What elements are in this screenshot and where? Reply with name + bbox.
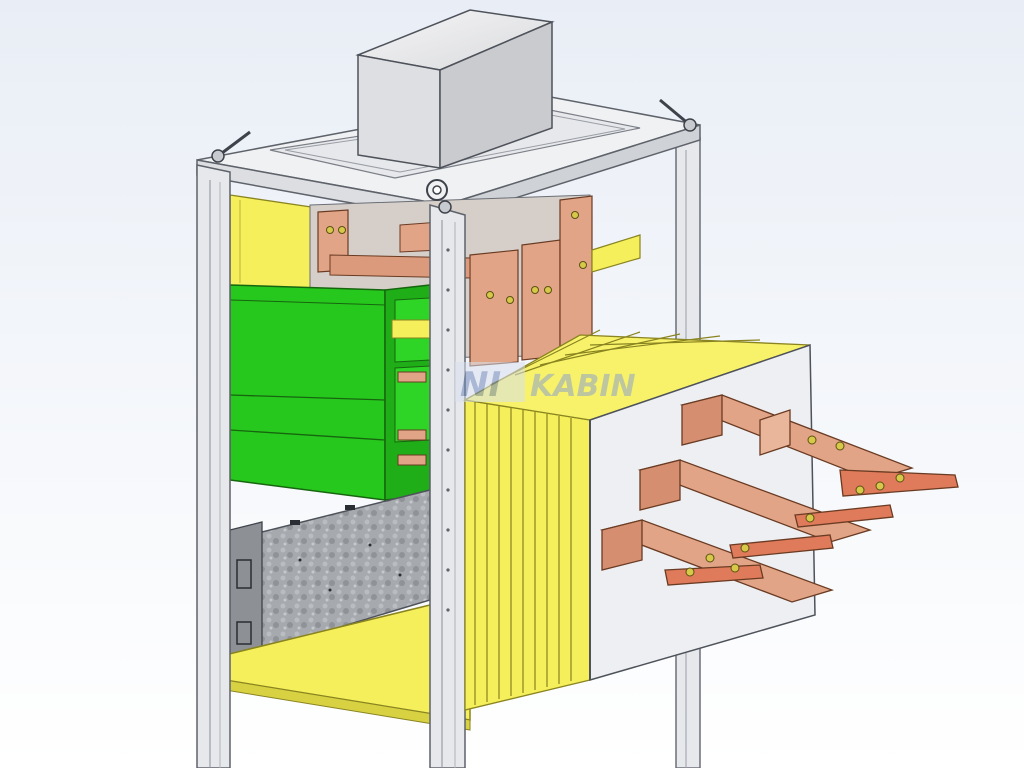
lifting-lugs bbox=[211, 98, 697, 214]
yellow-mounting-plate bbox=[229, 194, 319, 291]
watermark: NI KABIN bbox=[455, 362, 636, 405]
front-center-upright bbox=[426, 179, 466, 768]
watermark-left-text: NI bbox=[460, 365, 501, 405]
yellow-bellows-duct bbox=[463, 329, 811, 711]
green-circuit-breaker bbox=[229, 284, 433, 501]
galvanized-box bbox=[229, 489, 431, 662]
front-left-upright bbox=[196, 164, 231, 768]
copper-output-bars bbox=[599, 394, 959, 603]
watermark-right-text: KABIN bbox=[530, 369, 636, 404]
top-junction-box bbox=[355, 9, 555, 170]
